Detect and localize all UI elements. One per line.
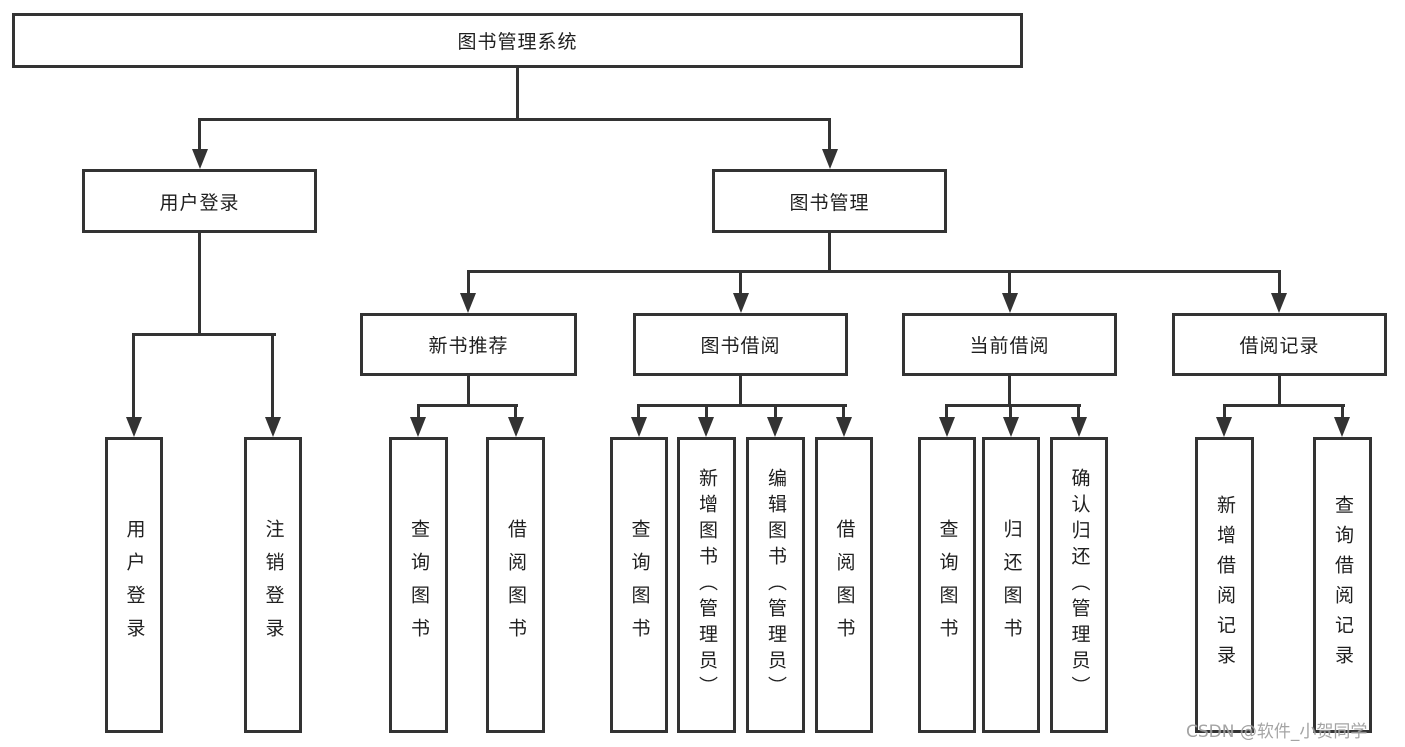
connector-level3-split	[467, 270, 1281, 273]
node-label: 借阅记录	[1239, 335, 1320, 357]
node-label: 当前借阅	[969, 335, 1050, 357]
node-label: 新书推荐	[428, 335, 509, 357]
node-label: 图书管理	[789, 191, 870, 214]
leaf-label: 归还图书	[1000, 519, 1023, 651]
arrowhead-icon	[460, 293, 476, 313]
arrowhead-icon	[1003, 417, 1019, 437]
connector-drop-new-book	[467, 270, 470, 297]
connector-book-mgmt-stub	[828, 232, 831, 273]
leaf-logout: 注销登录	[244, 437, 302, 733]
node-current-borrowing: 当前借阅	[902, 313, 1117, 376]
connector-drop	[1223, 404, 1226, 421]
connector-drop	[1077, 404, 1080, 421]
leaf-label: 查询借阅记录	[1332, 495, 1354, 675]
connector-drop-book-mgmt	[828, 118, 831, 152]
connector-new-book-stub	[467, 375, 470, 407]
connector-drop-user-login	[198, 118, 201, 152]
connector-level1-split	[198, 118, 831, 121]
connector-current-borrow-split	[945, 404, 1081, 407]
arrowhead-icon	[836, 417, 852, 437]
arrowhead-icon	[1002, 293, 1018, 313]
node-new-book-recommend: 新书推荐	[360, 313, 577, 376]
leaf-query-books: 查询图书	[610, 437, 668, 733]
connector-current-borrow-stub	[1008, 375, 1011, 407]
connector-borrow-record-stub	[1278, 375, 1281, 407]
connector-user-login-stub	[198, 232, 201, 336]
node-label: 图书管理系统	[457, 31, 578, 53]
connector-borrow-record-split	[1223, 404, 1345, 407]
connector-drop	[945, 404, 948, 421]
node-user-login: 用户登录	[82, 169, 317, 233]
leaf-add-borrow-record: 新增借阅记录	[1195, 437, 1254, 733]
leaf-label: 确认归还（管理员）	[1068, 468, 1091, 702]
arrowhead-icon	[1071, 417, 1087, 437]
arrowhead-icon	[939, 417, 955, 437]
leaf-label: 借阅图书	[505, 519, 527, 651]
leaf-label: 借阅图书	[833, 519, 856, 651]
arrowhead-icon	[1271, 293, 1287, 313]
connector-drop	[1009, 404, 1012, 421]
leaf-label: 查询图书	[408, 519, 430, 651]
connector-drop	[417, 404, 420, 421]
node-label: 图书借阅	[700, 335, 781, 357]
leaf-label: 查询图书	[628, 519, 651, 651]
arrowhead-icon	[767, 417, 783, 437]
arrowhead-icon	[265, 417, 281, 437]
leaf-edit-books-admin: 编辑图书（管理员）	[746, 437, 805, 733]
arrowhead-icon	[733, 293, 749, 313]
node-library-management-system: 图书管理系统	[12, 13, 1023, 68]
leaf-query-books: 查询图书	[918, 437, 976, 733]
connector-new-book-split	[417, 404, 518, 407]
leaf-label: 查询图书	[936, 519, 959, 651]
connector-drop-book-borrow	[739, 270, 742, 297]
connector-book-borrow-stub	[739, 375, 742, 407]
leaf-borrow-books: 借阅图书	[815, 437, 873, 733]
leaf-confirm-return-admin: 确认归还（管理员）	[1050, 437, 1108, 733]
connector-drop	[705, 404, 708, 421]
leaf-label: 新增借阅记录	[1214, 495, 1236, 675]
leaf-query-books: 查询图书	[389, 437, 448, 733]
connector-drop	[842, 404, 845, 421]
arrowhead-icon	[631, 417, 647, 437]
leaf-label: 注销登录	[262, 519, 285, 651]
connector-drop-logout-leaf	[271, 333, 274, 421]
arrowhead-icon	[410, 417, 426, 437]
node-label: 用户登录	[159, 191, 240, 214]
leaf-query-borrow-record: 查询借阅记录	[1313, 437, 1372, 733]
leaf-label: 编辑图书（管理员）	[765, 468, 787, 702]
connector-book-borrow-split	[637, 404, 847, 407]
arrowhead-icon	[508, 417, 524, 437]
connector-user-login-split	[133, 333, 276, 336]
arrowhead-icon	[822, 149, 838, 169]
arrowhead-icon	[698, 417, 714, 437]
arrowhead-icon	[1334, 417, 1350, 437]
leaf-label: 用户登录	[123, 519, 146, 651]
csdn-watermark: CSDN @软件_小贺同学	[1186, 722, 1368, 742]
connector-root-stub	[516, 67, 519, 120]
connector-drop-current-borrow	[1008, 270, 1011, 297]
connector-drop	[774, 404, 777, 421]
connector-drop	[637, 404, 640, 421]
connector-drop	[514, 404, 517, 421]
leaf-return-books: 归还图书	[982, 437, 1040, 733]
leaf-add-books-admin: 新增图书（管理员）	[677, 437, 736, 733]
connector-drop-borrow-record	[1278, 270, 1281, 297]
arrowhead-icon	[1216, 417, 1232, 437]
leaf-borrow-books: 借阅图书	[486, 437, 545, 733]
node-book-management: 图书管理	[712, 169, 947, 233]
node-book-borrowing: 图书借阅	[633, 313, 848, 376]
connector-drop	[1341, 404, 1344, 421]
arrowhead-icon	[192, 149, 208, 169]
leaf-label: 新增图书（管理员）	[696, 468, 718, 702]
connector-drop-login-leaf	[132, 333, 135, 421]
arrowhead-icon	[126, 417, 142, 437]
leaf-user-login: 用户登录	[105, 437, 163, 733]
node-borrowing-records: 借阅记录	[1172, 313, 1387, 376]
